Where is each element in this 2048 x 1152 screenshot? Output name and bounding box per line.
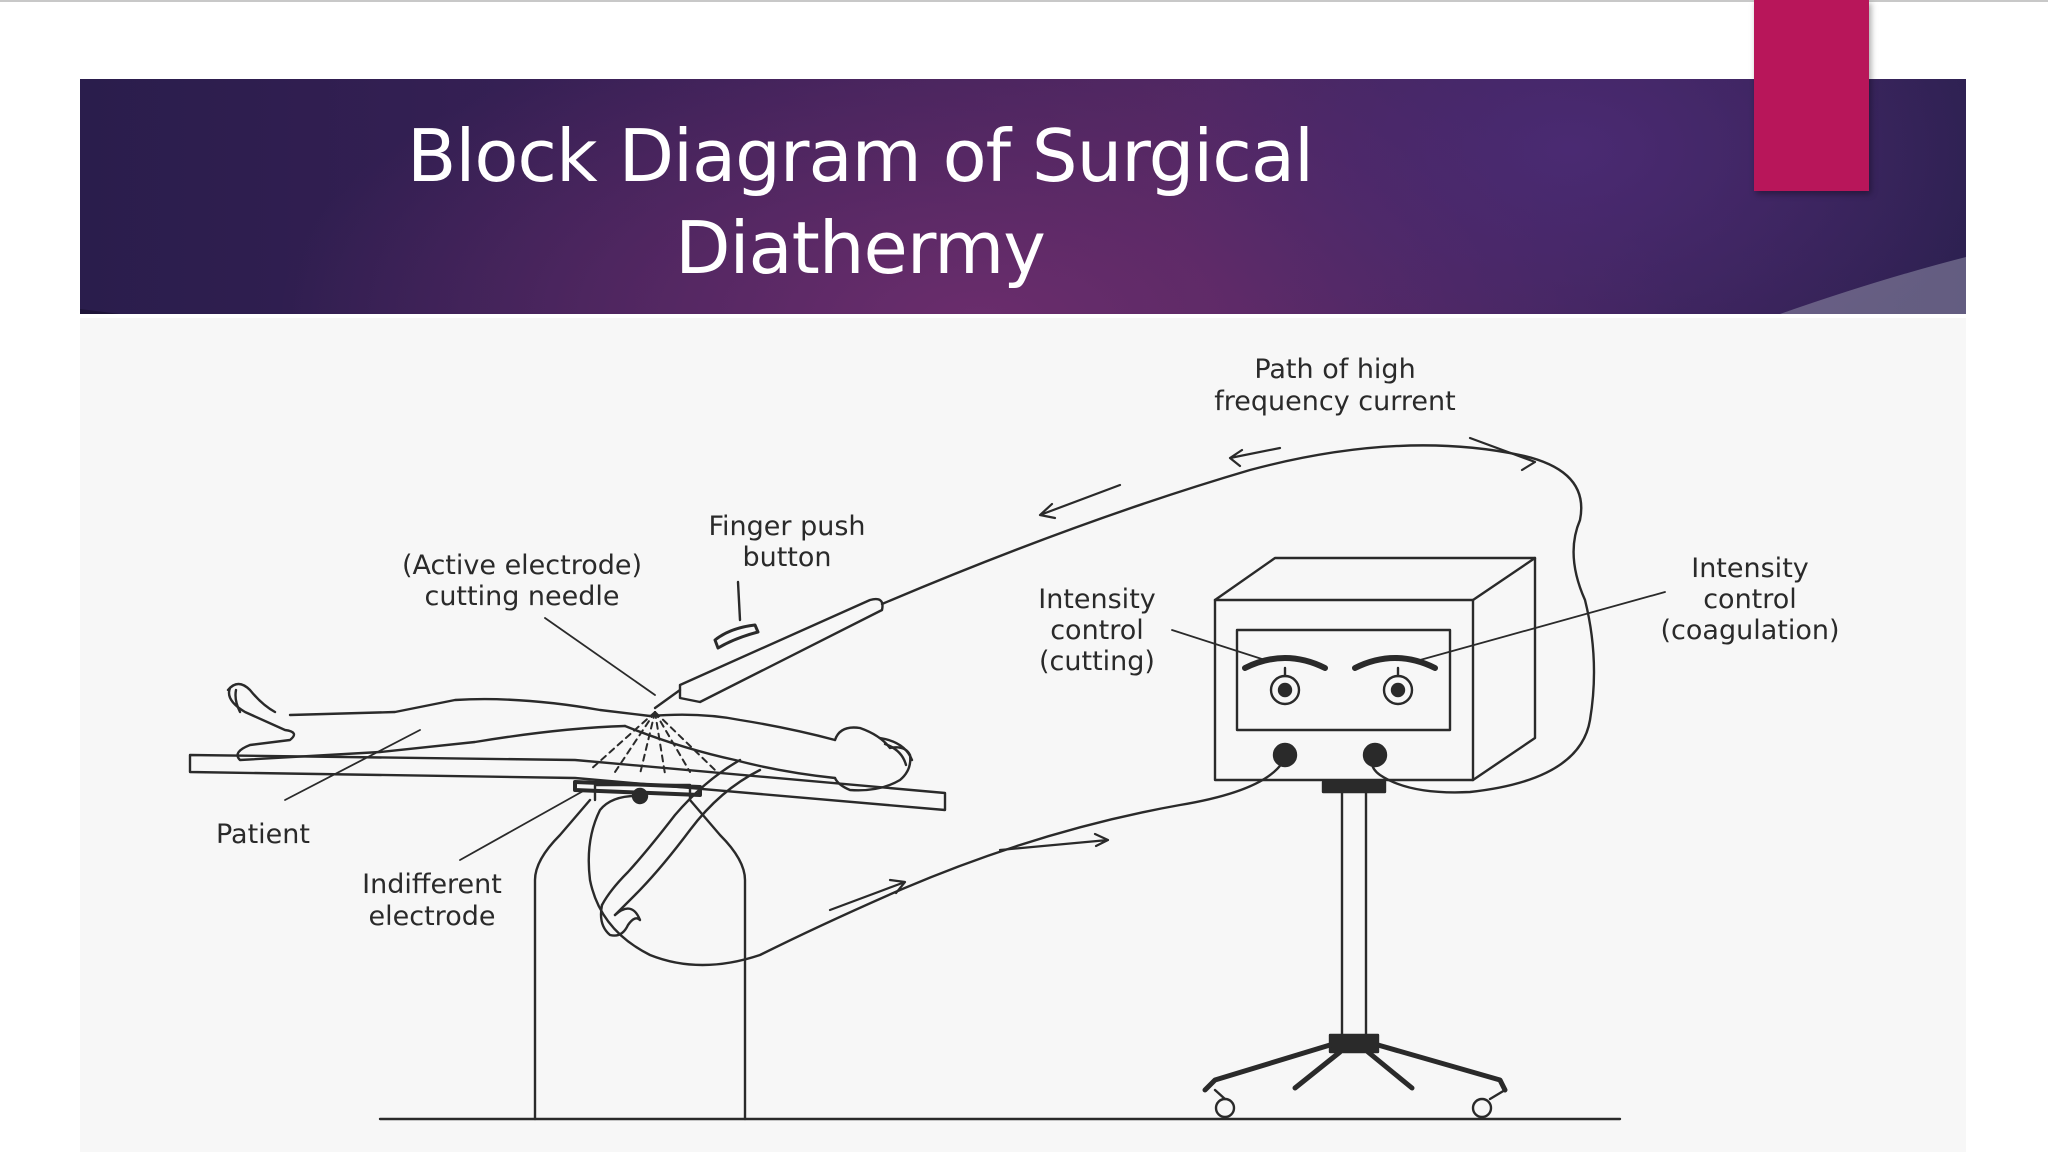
diagram-figure xyxy=(80,318,1966,1152)
slide-title: Block Diagram of Surgical Diathermy xyxy=(180,110,1540,294)
current-direction-arrows xyxy=(828,436,1537,912)
coagulation-dial-arc xyxy=(1352,655,1438,671)
label-intensity-coagulation-line-3: (coagulation) xyxy=(1661,615,1840,646)
stand-collar xyxy=(1321,780,1387,794)
label-intensity-cutting-line-2: control xyxy=(1050,615,1144,646)
label-intensity-coagulation-line-2: control xyxy=(1703,584,1797,615)
caster-wheel-right xyxy=(1471,1097,1493,1119)
stand-base-legs xyxy=(1202,1042,1508,1093)
diathermy-unit-side xyxy=(1471,556,1537,782)
slide-title-line-2: Diathermy xyxy=(675,206,1046,290)
patient-upper-leg xyxy=(288,697,652,718)
diathermy-unit-front xyxy=(1213,598,1475,782)
label-path-of-current-line-1: Path of high xyxy=(1254,354,1415,385)
table-top xyxy=(188,753,947,812)
label-active-electrode-line-1: (Active electrode) xyxy=(402,550,642,581)
patient-feet xyxy=(226,682,277,714)
high-frequency-cable-upper xyxy=(880,444,1596,794)
finger-push-button xyxy=(713,623,760,650)
indifferent-electrode-plate xyxy=(573,780,702,797)
output-socket-2 xyxy=(1362,742,1388,768)
stand-hub xyxy=(1328,1033,1380,1054)
accent-tab xyxy=(1754,0,1869,191)
active-electrode-handle xyxy=(678,597,884,704)
top-divider xyxy=(0,0,2048,2)
finger-button-stem xyxy=(736,580,742,622)
patient-hand xyxy=(599,903,642,937)
label-active-electrode-line-2: cutting needle xyxy=(424,581,619,612)
slide-title-line-1: Block Diagram of Surgical xyxy=(406,114,1314,198)
label-finger-push-button-line-1: Finger push xyxy=(708,511,865,542)
output-socket-1 xyxy=(1272,742,1298,768)
banner-swoosh-decoration xyxy=(80,257,1966,314)
patient-arm xyxy=(600,758,762,917)
label-leader-lines xyxy=(284,591,1666,861)
table-pedestal xyxy=(533,798,747,1121)
patient-head xyxy=(833,726,912,792)
cutting-dial-arc xyxy=(1242,655,1328,671)
label-intensity-cutting-line-3: (cutting) xyxy=(1039,646,1155,677)
title-banner xyxy=(80,79,1966,314)
stand-pole xyxy=(1340,790,1368,1037)
label-indifferent-electrode-line-2: electrode xyxy=(369,901,496,932)
label-patient: Patient xyxy=(216,819,310,850)
patient-hair xyxy=(878,736,914,767)
label-intensity-cutting-line-1: Intensity xyxy=(1038,584,1156,615)
label-intensity-coagulation-line-1: Intensity xyxy=(1691,553,1809,584)
label-path-of-current-line-2: frequency current xyxy=(1214,386,1455,417)
diathermy-unit-panel xyxy=(1235,628,1452,732)
high-frequency-cable-lower xyxy=(587,756,1287,967)
label-indifferent-electrode-line-1: Indifferent xyxy=(362,869,502,900)
patient-legs xyxy=(227,686,627,762)
caster-wheel-left xyxy=(1214,1097,1236,1119)
label-finger-push-button-line-2: button xyxy=(742,542,831,573)
active-electrode-tip xyxy=(653,688,682,710)
current-spray xyxy=(589,711,716,775)
diathermy-unit-top xyxy=(1213,556,1537,602)
